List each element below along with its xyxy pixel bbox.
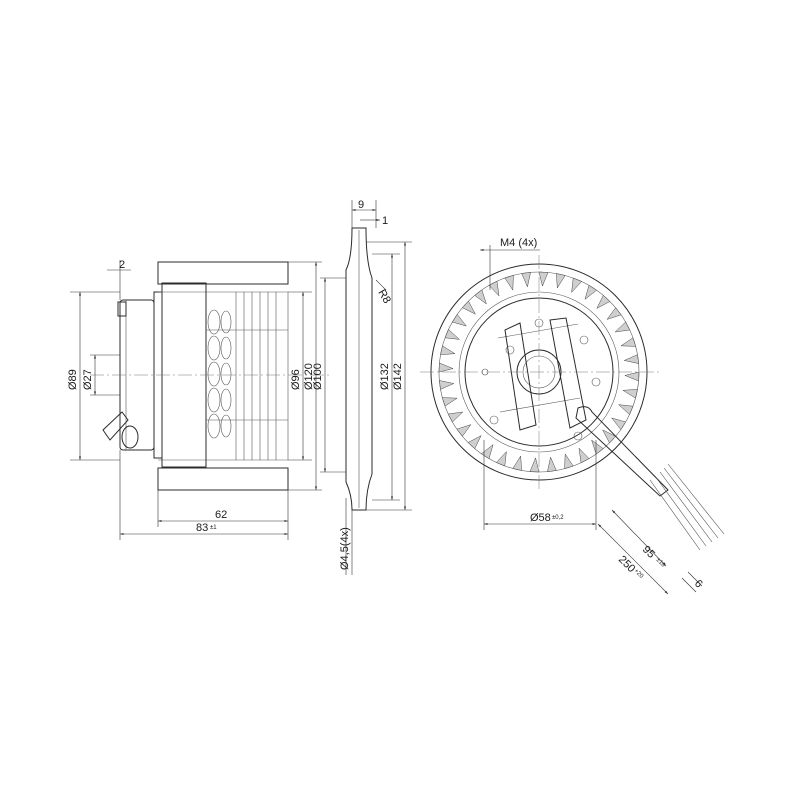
blade-mark	[584, 285, 598, 300]
dim-d4-5: Ø4,5(4x)	[339, 527, 351, 570]
dim-d132: Ø132	[379, 363, 391, 390]
blade-mark	[467, 435, 482, 450]
blade-mark	[606, 307, 622, 320]
blade-lines	[206, 292, 289, 460]
blade-mark	[440, 345, 456, 355]
front-view: M4 (4x) Ø58 ±0,2 95 ±10 250 +20 6	[420, 237, 725, 595]
blade-mark	[571, 277, 582, 294]
blade-mark	[488, 280, 500, 297]
dim-95-tolerance: ±10	[655, 557, 667, 569]
label-plate-left	[504, 322, 537, 431]
blade-mark	[452, 313, 467, 327]
blade-mark	[547, 456, 557, 472]
blade-mark	[512, 455, 522, 471]
blade-mark	[504, 274, 514, 291]
side-view: 2 Ø89 Ø27 Ø96 Ø120 62 83 ±1	[67, 259, 330, 540]
dim-d142: Ø142	[392, 363, 404, 390]
cable-gland	[121, 425, 139, 449]
dim-d120: Ø120	[303, 363, 315, 390]
blade-mark	[611, 417, 626, 431]
dim-83: 83	[196, 522, 208, 534]
section-view: R8 9 1 Ø100 Ø132 Ø142 Ø4,5(4x)	[312, 199, 412, 575]
label-plate-right	[549, 317, 587, 429]
blade-mark	[602, 429, 617, 444]
blade-mark	[620, 337, 637, 347]
blade-mark	[529, 457, 540, 473]
dim-d100: Ø100	[312, 363, 324, 390]
cable-wires	[649, 463, 725, 551]
blade-mark	[624, 371, 640, 382]
blade-mark	[556, 273, 566, 289]
blade-mark	[596, 294, 611, 309]
blade-mark	[521, 272, 531, 288]
blade-mark	[496, 450, 507, 467]
blade-mark	[538, 271, 549, 287]
blade-mark	[578, 447, 590, 464]
dim-95: 95	[640, 544, 657, 561]
blade-mark	[480, 444, 494, 459]
dim-2: 2	[119, 259, 125, 271]
dim-d58-tolerance: ±0,2	[552, 515, 564, 521]
blade-mark	[441, 397, 458, 407]
blade-mark	[564, 453, 574, 470]
blade-mark	[439, 380, 455, 390]
dim-r8: R8	[375, 288, 392, 306]
impeller-blades	[438, 271, 640, 473]
dim-d27: Ø27	[82, 369, 94, 390]
dim-62: 62	[215, 509, 227, 521]
cable-exit	[575, 406, 669, 497]
dim-250-tolerance: +20	[633, 568, 645, 580]
blade-mark	[617, 404, 634, 415]
blade-mark	[444, 329, 461, 340]
blade-mark	[447, 411, 464, 423]
dim-6: 6	[692, 578, 705, 591]
blade-mark	[438, 362, 454, 373]
rotor-fins	[207, 309, 232, 439]
dim-d89: Ø89	[67, 369, 79, 390]
dim-83-tolerance: ±1	[210, 525, 217, 531]
blade-mark	[614, 321, 631, 333]
dim-9: 9	[358, 199, 364, 211]
blade-mark	[461, 300, 476, 315]
cable-outlet	[102, 411, 129, 441]
dim-1: 1	[382, 215, 388, 227]
blade-mark	[623, 354, 639, 364]
blade-mark	[456, 424, 472, 437]
dim-d96: Ø96	[290, 369, 302, 390]
dim-d58: Ø58	[530, 512, 551, 524]
blade-mark	[591, 439, 604, 455]
blade-mark	[622, 389, 638, 399]
blade-mark	[474, 289, 487, 305]
dim-m4: M4 (4x)	[500, 237, 537, 249]
